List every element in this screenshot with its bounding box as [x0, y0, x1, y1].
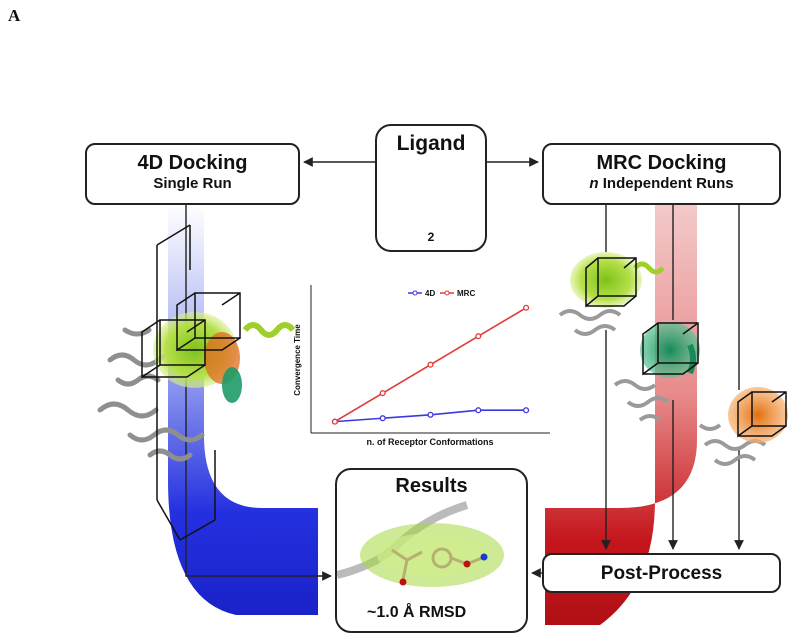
point-mrc-2 [379, 390, 386, 397]
point-mrc-5 [523, 304, 530, 311]
point-mrc-4 [475, 333, 482, 340]
mrc-docking-box: MRC Docking n Independent Runs [542, 143, 781, 205]
post-process-title: Post-Process [600, 563, 723, 584]
4d-docking-box: 4D Docking Single Run [85, 143, 300, 205]
point-4d-4 [475, 407, 482, 414]
ligand-title: Ligand [396, 132, 466, 155]
grid-box-icon [141, 224, 241, 541]
point-4d-5 [523, 407, 530, 414]
protein-run-2 [613, 322, 700, 422]
point-4d-3 [427, 411, 434, 418]
results-box: Results ~1.0 Å RMSD [335, 468, 528, 633]
point-4d-2 [379, 415, 386, 422]
convergence-chart: n. of Receptor Conformations Convergence… [293, 285, 550, 447]
post-process-box: Post-Process [542, 553, 781, 593]
protein-run-1 [558, 252, 665, 336]
legend-marker-mrc [444, 290, 450, 296]
legend-label-4d: 4D [425, 289, 435, 298]
panel-letter: A [8, 6, 21, 25]
chart-y-label: Convergence Time [293, 324, 302, 396]
4d-docking-title: 4D Docking [137, 152, 248, 174]
red-flow-band [545, 205, 697, 625]
blue-flow-band [168, 205, 318, 615]
legend-marker-4d [412, 290, 418, 296]
mrc-subtitle-rest: Independent Runs [598, 175, 734, 192]
protein-run-3 [698, 387, 788, 466]
mrc-docking-subtitle: n Independent Runs [544, 175, 779, 193]
results-title: Results [395, 475, 468, 497]
point-mrc-1 [331, 418, 338, 425]
mrc-docking-title: MRC Docking [596, 152, 727, 174]
mrc-n-italic: n [589, 175, 599, 192]
results-pose-image [337, 501, 504, 587]
ligand-box: Ligand 2 [375, 124, 487, 252]
4d-docking-subtitle: Single Run [153, 175, 232, 192]
ligand-number: 2 [427, 230, 435, 244]
rmsd-label: ~1.0 Å RMSD [367, 604, 467, 621]
chart-x-label: n. of Receptor Conformations [366, 437, 493, 447]
point-mrc-3 [427, 361, 434, 368]
legend-label-mrc: MRC [457, 289, 475, 298]
protein-ensemble-4d [97, 224, 296, 541]
